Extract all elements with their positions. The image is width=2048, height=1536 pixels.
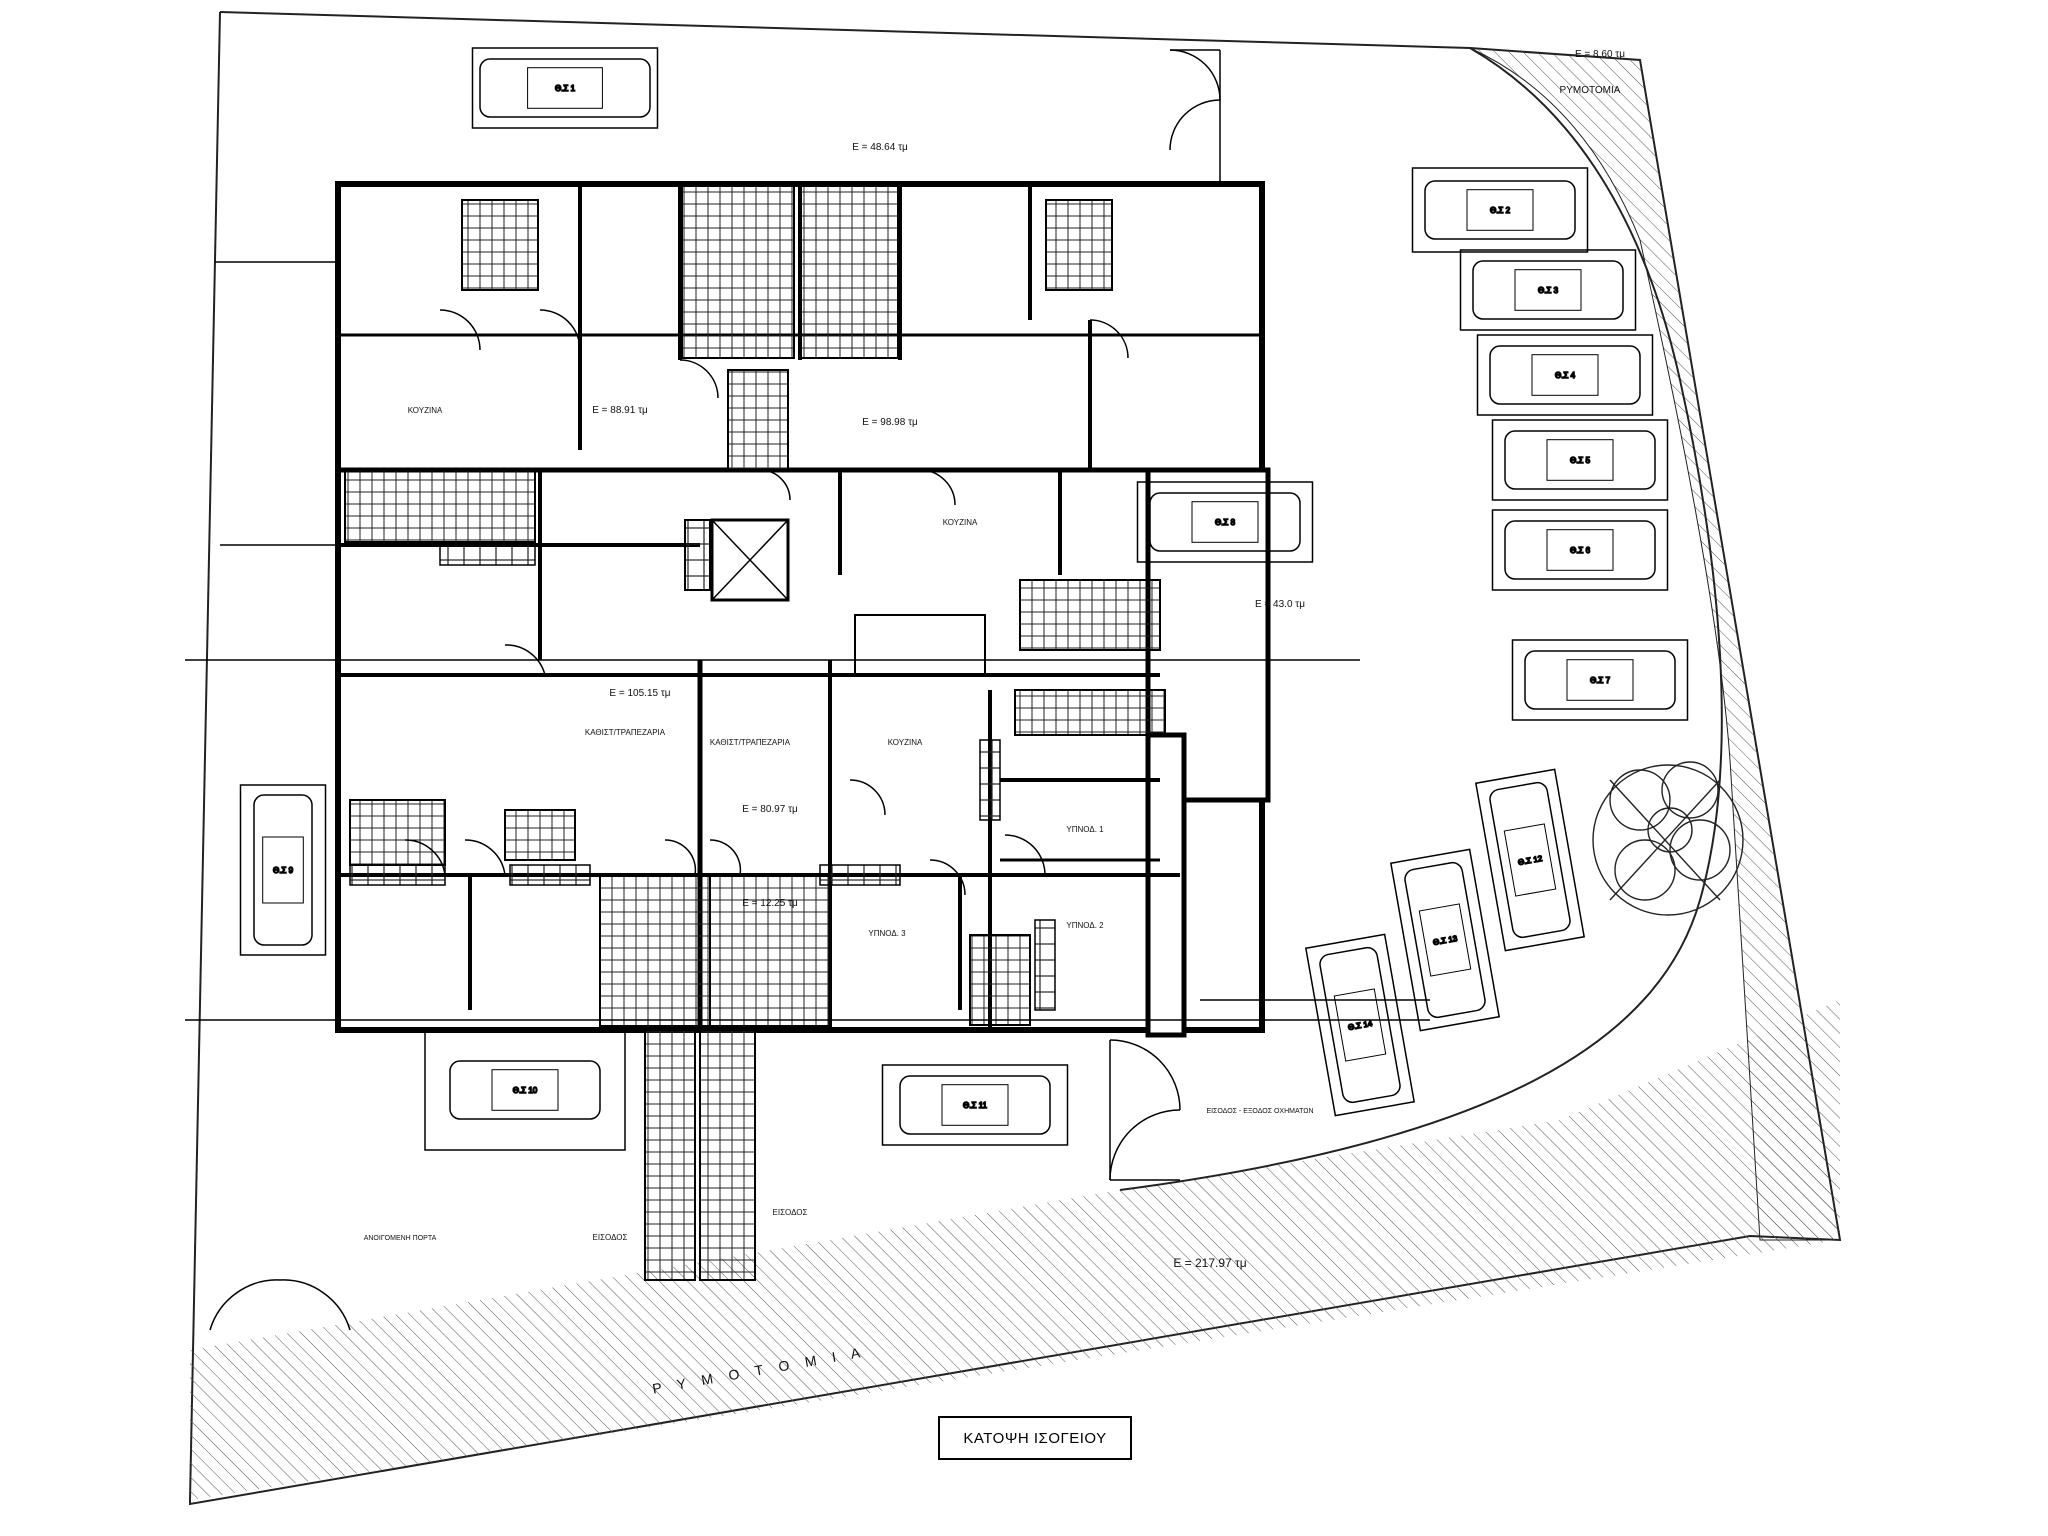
room-label: ΚΟΥΖΙΝΑ (943, 518, 978, 527)
parking-stall: Θ.Σ 9 (239, 784, 327, 956)
parking-label: Θ.Σ 7 (1590, 676, 1611, 685)
apartment-area-4: E = 80.97 τμ (742, 804, 798, 815)
apartment-area-2: E = 98.98 τμ (862, 417, 918, 428)
parking-stall: Θ.Σ 13 (1389, 848, 1501, 1032)
parking-stall: Θ.Σ 12 (1474, 768, 1586, 952)
tree-icon (1592, 761, 1744, 916)
parking-label: Θ.Σ 13 (1432, 934, 1458, 947)
parking-stall: Θ.Σ 14 (1304, 933, 1416, 1117)
parking-label: Θ.Σ 8 (1215, 518, 1236, 527)
street-hatch-right (1469, 47, 1841, 1241)
parking-stall: Θ.Σ 7 (1511, 639, 1689, 721)
parking-label: Θ.Σ 9 (273, 866, 294, 875)
parking-label: Θ.Σ 4 (1555, 371, 1576, 380)
parking-label: Θ.Σ 10 (513, 1086, 538, 1095)
gate-lines (220, 49, 1221, 1181)
yard-area-top: E = 48.64 τμ (852, 142, 908, 153)
section-lines (185, 261, 1430, 1021)
street-area-label: E = 8.60 τμ (1575, 49, 1625, 60)
yard-area-right: E = 43.0 τμ (1255, 599, 1305, 610)
room-label: ΥΠΝΟΔ. 3 (868, 929, 906, 938)
room-label: ΚΑΘΙΣΤ/ΤΡΑΠΕΖΑΡΙΑ (585, 728, 666, 737)
parking-label: Θ.Σ 6 (1570, 546, 1591, 555)
parking-label: Θ.Σ 11 (963, 1101, 987, 1110)
entrance-label: ΕΙΣΟΔΟΣ (773, 1208, 808, 1217)
parking-label: Θ.Σ 5 (1570, 456, 1591, 465)
gate-label: ΕΙΣΟΔΟΣ - ΕΞΟΔΟΣ ΟΧΗΜΑΤΩΝ (1206, 1108, 1313, 1115)
room-label: ΚΑΘΙΣΤ/ΤΡΑΠΕΖΑΡΙΑ (710, 738, 791, 747)
apartment-area-3: E = 105.15 τμ (609, 688, 670, 699)
parking-stall: Θ.Σ 8 (1136, 481, 1314, 563)
parking-stall: Θ.Σ 4 (1476, 334, 1654, 416)
parking-stall: Θ.Σ 5 (1491, 419, 1669, 501)
parking-label: Θ.Σ 2 (1490, 206, 1511, 215)
parking-stall: Θ.Σ 11 (881, 1064, 1069, 1146)
parking-stall: Θ.Σ 1 (471, 47, 659, 129)
entrance-walkways (644, 1029, 756, 1281)
room-label: ΥΠΝΟΔ. 1 (1066, 825, 1104, 834)
parking-stall: Θ.Σ 2 (1411, 167, 1589, 253)
drawing-title: ΚΑΤΟΨΗ ΙΣΟΓΕΙΟΥ (938, 1416, 1132, 1460)
room-label: ΚΟΥΖΙΝΑ (408, 406, 443, 415)
parking-stall: Θ.Σ 10 (424, 1029, 626, 1151)
parking-label: Θ.Σ 12 (1517, 854, 1543, 867)
door-swings (209, 49, 1221, 1331)
tiled-areas (344, 185, 1166, 1027)
room-label: ΥΠΝΟΔ. 2 (1066, 921, 1104, 930)
room-label: ΚΟΥΖΙΝΑ (888, 738, 923, 747)
hatch-label: ΑΝΟΙΓΟΜΕΝΗ ΠΟΡΤΑ (364, 1235, 437, 1242)
parking-stalls: Θ.Σ 1 Θ.Σ 2 Θ.Σ 3 Θ.Σ 4 Θ.Σ 5 Θ.Σ 6 Θ.Σ 7 Θ.Σ 8… (239, 47, 1689, 1151)
street-hatch-bottom (190, 1000, 1840, 1500)
street-label-right: ΡΥΜΟΤΟΜΙΑ (1560, 85, 1621, 96)
parking-stall: Θ.Σ 3 (1459, 249, 1637, 331)
entrance-label: ΕΙΣΟΔΟΣ (593, 1233, 628, 1242)
parking-stall: Θ.Σ 6 (1491, 509, 1669, 591)
parking-label: Θ.Σ 1 (555, 84, 576, 93)
parking-label: Θ.Σ 14 (1347, 1019, 1373, 1032)
site-area-label: E = 217.97 τμ (1173, 1256, 1246, 1270)
apartment-area-1: E = 88.91 τμ (592, 405, 648, 416)
parking-label: Θ.Σ 3 (1538, 286, 1559, 295)
apartment-area-5: E = 12.25 τμ (742, 898, 798, 909)
